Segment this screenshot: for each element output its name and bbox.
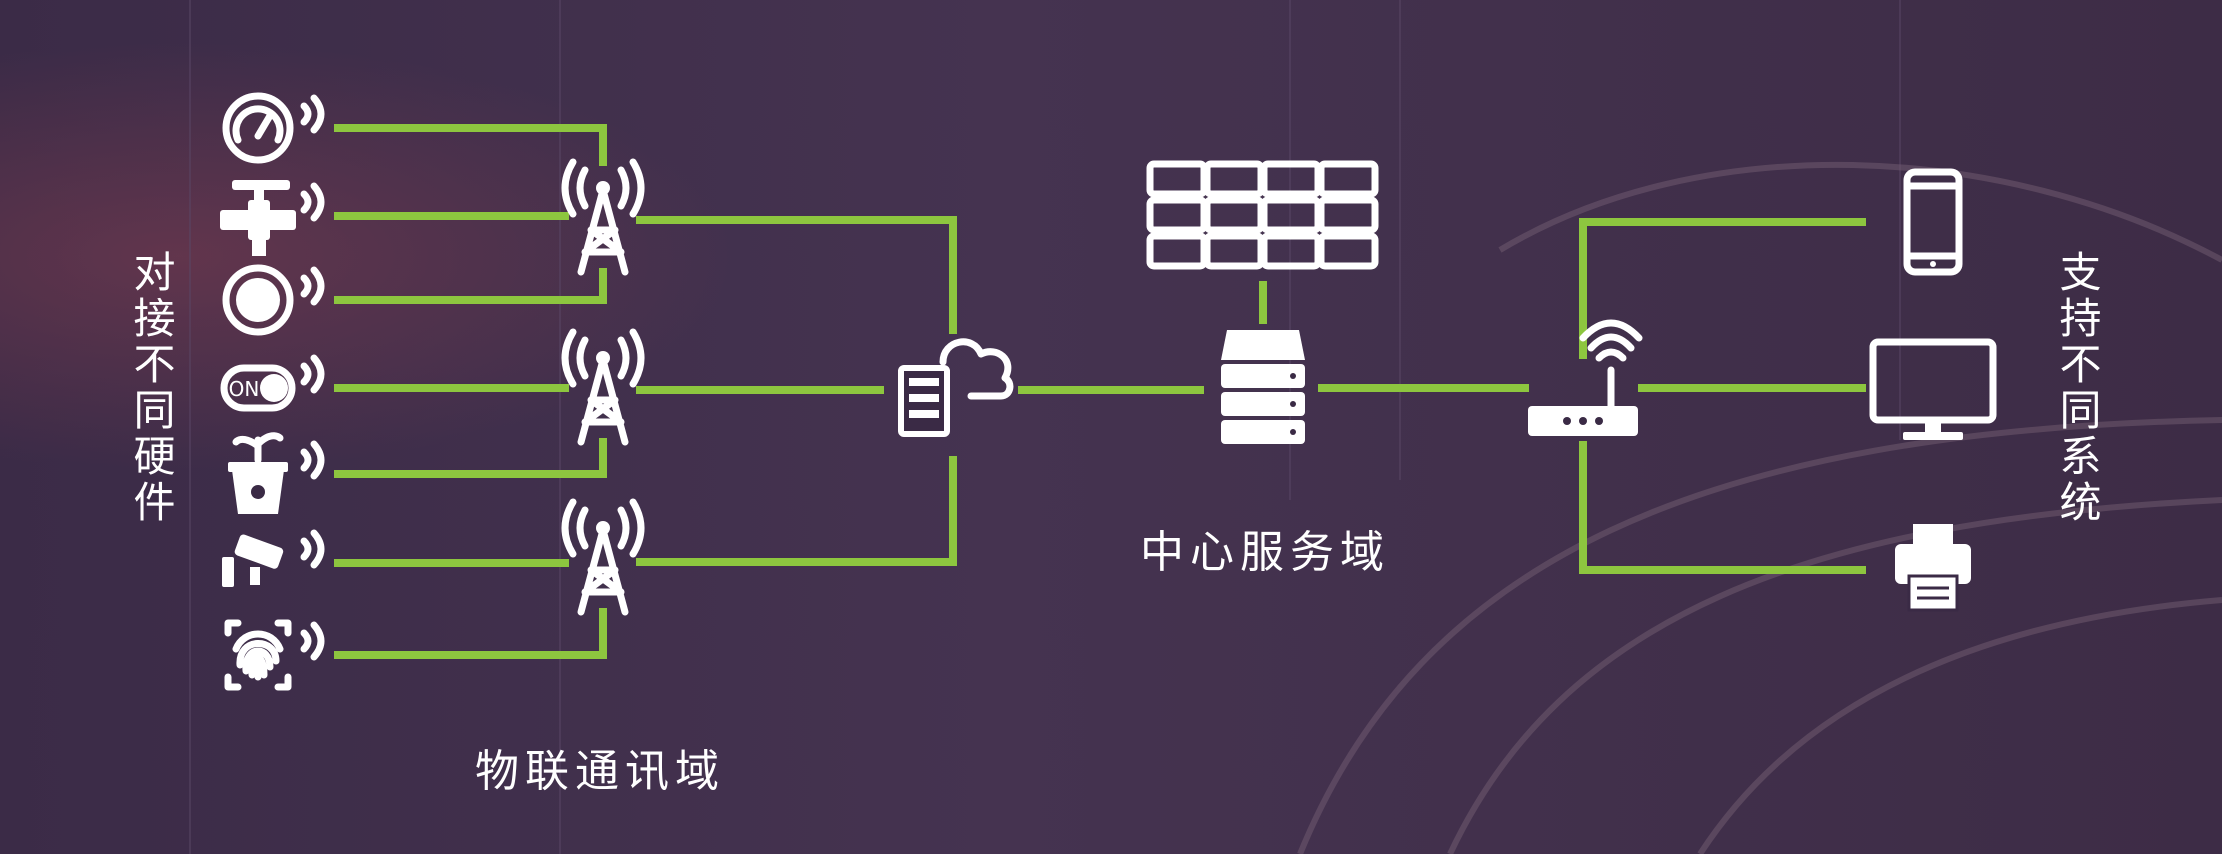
tower-wires [636,216,957,566]
antenna-tower-icon [561,498,645,616]
switch-icon: ON [220,354,325,412]
iot-domain-label: 物联通讯域 [475,746,725,797]
wifi-router-icon [1528,319,1643,436]
printer-icon [1895,524,1971,612]
left-side-label: 对接不同硬件 [127,250,176,526]
camera-icon [222,529,325,587]
gauge-icon [222,92,325,164]
device-wires [334,124,607,659]
wire-button [334,268,607,304]
wire-router-printer [1579,441,1866,574]
wire-tower-3-hub [636,456,957,566]
client-wires [1579,218,1866,574]
server-stack-icon [1221,330,1305,444]
cloud-server-icon [898,338,1014,437]
antenna-tower-icon [561,158,645,276]
wire-fingerprint [334,608,607,659]
monitor-icon [1869,338,1997,440]
wire-gauge [334,124,607,166]
valve-icon [220,180,325,256]
wire-router-phone [1579,218,1866,359]
phone-icon [1903,168,1963,276]
right-side-label: 支持不同系统 [2053,250,2102,526]
button-icon [222,264,325,336]
switch-label: ON [229,377,260,401]
center-domain-label: 中心服务域 [1140,527,1390,578]
antenna-tower-icon [561,328,645,446]
video-wall-icon [1146,160,1379,270]
plant-sensor-icon [228,432,325,514]
fingerprint-icon [224,619,325,691]
wire-plant [334,438,607,478]
wire-tower-1-hub [636,216,957,334]
